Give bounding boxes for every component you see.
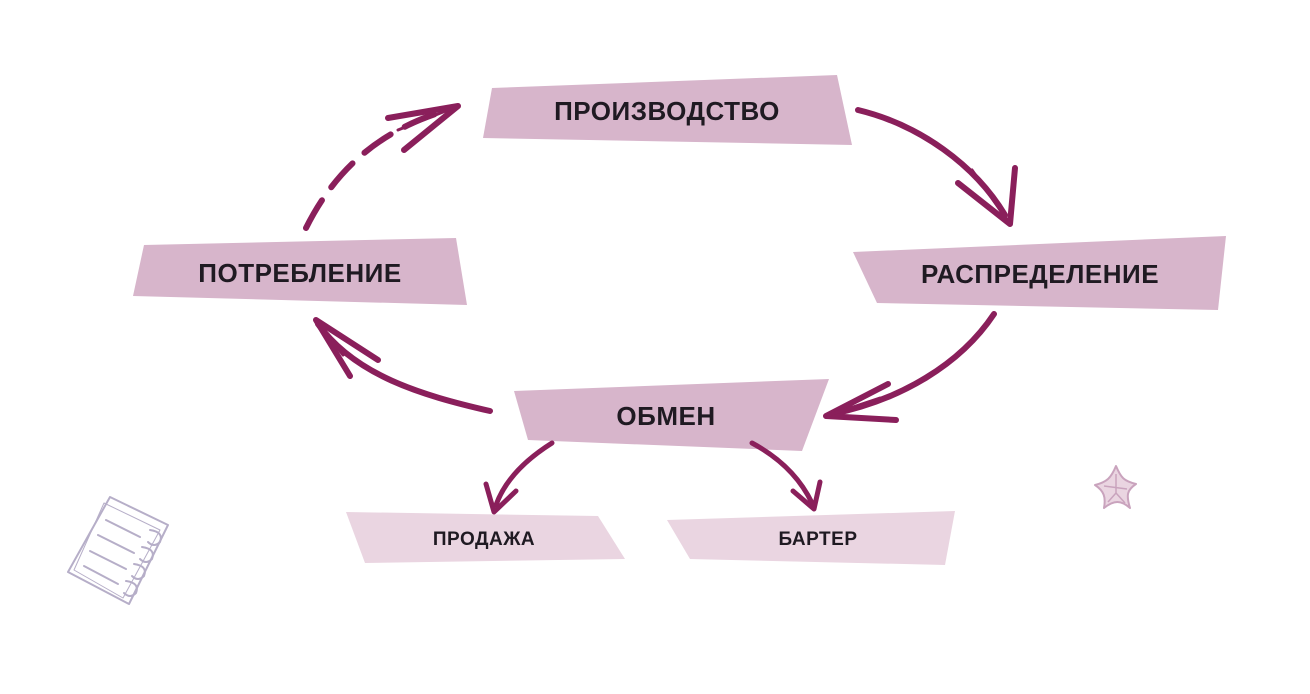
node-distribution: РАСПРЕДЕЛЕНИЕ [853,236,1226,310]
node-sale: ПРОДАЖА [346,512,625,563]
node-production-label: ПРОИЗВОДСТВО [554,96,780,126]
node-sale-label: ПРОДАЖА [433,529,535,550]
node-distribution-box [853,236,1226,310]
node-consumption-box [133,238,467,305]
arrow-exchange-to-sale [483,440,555,515]
arrow-exchange-to-consumption [313,317,493,414]
node-consumption: ПОТРЕБЛЕНИЕ [133,238,467,305]
node-barter-box [667,511,955,565]
node-exchange-box [514,379,829,451]
node-exchange-label: ОБМЕН [616,401,715,431]
arrow-exchange-to-barter [749,440,823,512]
node-exchange: ОБМЕН [514,379,829,451]
arrow-production-to-distribution [855,107,1018,227]
arrow-consumption-to-production [303,103,461,231]
arrow-distribution-to-exchange [823,311,997,423]
node-production-box [483,75,852,145]
notepad-doodle-icon [67,496,169,605]
node-production: ПРОИЗВОДСТВО [483,75,852,145]
flower-doodle-icon [1094,465,1137,509]
node-sale-box [346,512,625,563]
node-barter-label: БАРТЕР [778,529,857,550]
node-consumption-label: ПОТРЕБЛЕНИЕ [198,258,401,288]
node-barter: БАРТЕР [667,511,955,565]
node-distribution-label: РАСПРЕДЕЛЕНИЕ [921,259,1159,289]
